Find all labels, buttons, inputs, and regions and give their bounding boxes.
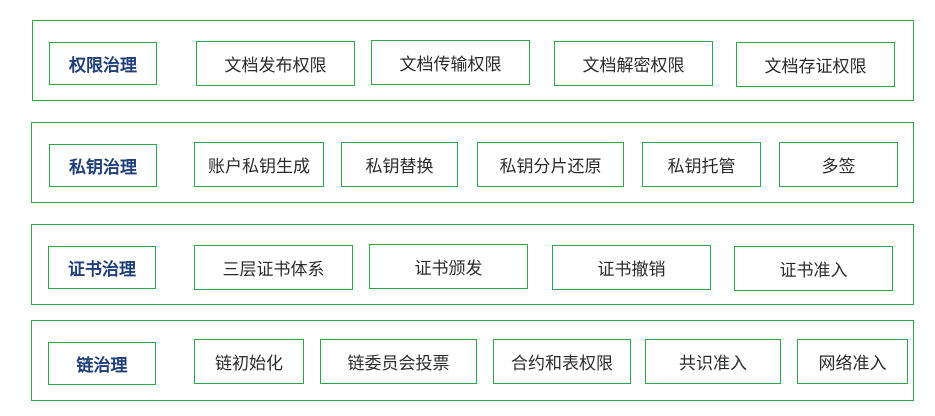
item-box: 链委员会投票	[320, 339, 477, 384]
row-title: 私钥治理	[49, 144, 157, 187]
governance-row-chain: 链治理 链初始化 链委员会投票 合约和表权限 共识准入 网络准入	[31, 320, 914, 401]
item-box: 合约和表权限	[493, 339, 631, 384]
item-box: 私钥分片还原	[477, 142, 624, 187]
item-box: 文档发布权限	[196, 41, 355, 86]
item-box: 证书准入	[734, 246, 893, 291]
item-box: 文档存证权限	[736, 42, 895, 87]
governance-row-certificate: 证书治理 三层证书体系 证书颁发 证书撤销 证书准入	[31, 224, 914, 305]
governance-row-private-key: 私钥治理 账户私钥生成 私钥替换 私钥分片还原 私钥托管 多签	[31, 122, 914, 203]
item-box: 文档传输权限	[371, 40, 530, 85]
row-title: 链治理	[48, 342, 156, 385]
item-box: 网络准入	[797, 339, 908, 384]
item-box: 多签	[779, 142, 898, 187]
item-box: 证书颁发	[369, 244, 528, 289]
item-box: 账户私钥生成	[194, 142, 324, 187]
item-box: 三层证书体系	[194, 245, 353, 290]
item-box: 私钥托管	[642, 142, 761, 187]
item-box: 证书撤销	[552, 245, 711, 290]
row-title: 证书治理	[48, 246, 156, 289]
item-box: 链初始化	[194, 339, 304, 384]
governance-row-permission: 权限治理 文档发布权限 文档传输权限 文档解密权限 文档存证权限	[32, 20, 914, 101]
item-box: 共识准入	[645, 339, 781, 384]
item-box: 文档解密权限	[554, 41, 713, 86]
item-box: 私钥替换	[341, 142, 458, 187]
row-title: 权限治理	[49, 42, 157, 85]
